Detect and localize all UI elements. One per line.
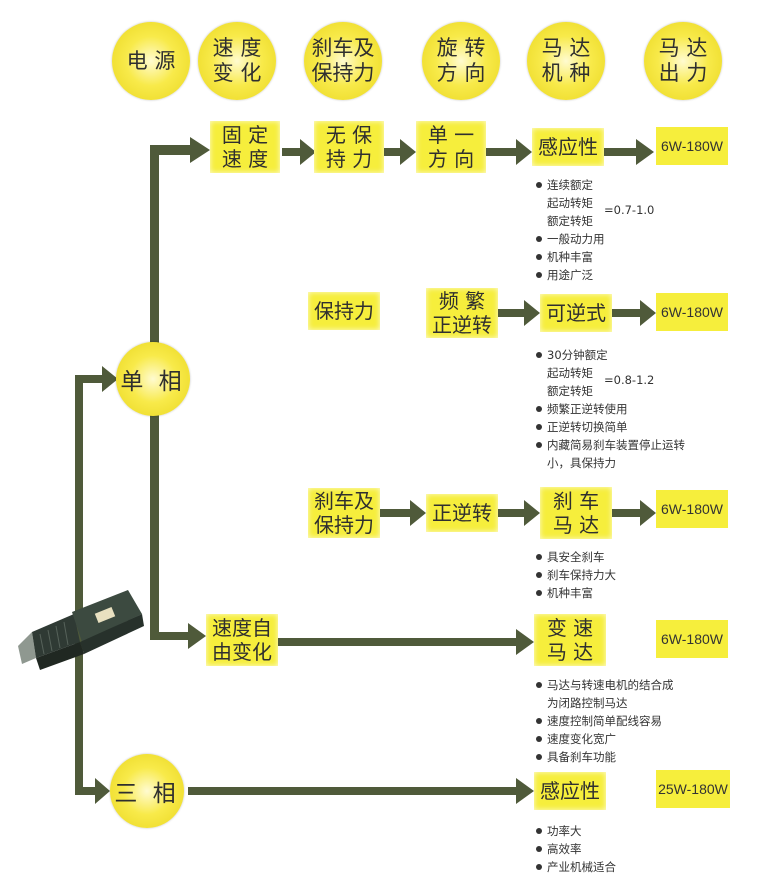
arrow-r1-4 (604, 139, 654, 165)
list-item: 额定转矩 (547, 214, 593, 228)
header-speed-change-label: 速 度 变 化 (212, 36, 262, 85)
fixed-speed-box: 固 定 速 度 (210, 121, 280, 173)
list-item: 高效率 (536, 840, 616, 858)
power-range-row5: 25W-180W (656, 770, 730, 808)
frequent-reverse-box: 频 繁 正逆转 (426, 288, 498, 338)
header-power: 电 源 (112, 22, 190, 100)
arrow-to-fixed-speed (150, 137, 210, 163)
arrow-r2-2 (612, 300, 656, 326)
row3-features: 具安全刹车 刹车保持力大 机种丰富 (536, 548, 616, 602)
list-item: 为闭路控制马达 (547, 696, 628, 710)
list-item: 一般动力用 (536, 230, 605, 248)
list-item: 起动转矩 (547, 196, 593, 210)
variable-speed-box: 速度自 由变化 (206, 614, 278, 666)
brake-motor-box: 刹 车 马 达 (540, 487, 612, 539)
arrow-r3-3 (612, 500, 656, 526)
list-item: 具安全刹车 (536, 548, 616, 566)
arrow-r1-3 (486, 139, 532, 165)
list-item: 额定转矩 (547, 384, 593, 398)
header-motor-output: 马 达 出 力 (644, 22, 722, 100)
header-motor-type-label: 马 达 机 种 (541, 36, 591, 85)
list-item: 用途广泛 (536, 266, 605, 284)
header-rotation-label: 旋 转 方 向 (436, 36, 486, 85)
reversible-type-box: 可逆式 (540, 294, 612, 332)
list-item: 30分钟额定 (536, 346, 685, 364)
power-range-row4: 6W-180W (656, 620, 728, 658)
three-phase-induction-box: 感应性 (534, 772, 606, 810)
list-item: 机种丰富 (536, 584, 616, 602)
single-direction-box: 单 一 方 向 (416, 121, 486, 173)
induction-type-box: 感应性 (532, 128, 604, 166)
header-motor-type: 马 达 机 种 (527, 22, 605, 100)
list-item: 小，具保持力 (547, 456, 616, 470)
no-hold-box: 无 保 持 力 (314, 121, 384, 173)
header-motor-output-label: 马 达 出 力 (658, 36, 708, 85)
list-item: 频繁正逆转使用 (536, 400, 685, 418)
arrow-r2-1 (498, 300, 540, 326)
arrow-r1-2 (384, 139, 416, 165)
list-item: 正逆转切换简单 (536, 418, 685, 436)
trunk-motor (75, 375, 83, 795)
power-range-row2: 6W-180W (656, 293, 728, 331)
list-item: 机种丰富 (536, 248, 605, 266)
list-item: 产业机械适合 (536, 858, 616, 876)
list-item: 马达与转速电机的结合成 (536, 676, 674, 694)
three-phase-node: 三 相 (110, 754, 184, 828)
list-item: 刹车保持力大 (536, 566, 616, 584)
trunk-single-up (150, 150, 159, 350)
list-item: 功率大 (536, 822, 616, 840)
brake-hold-box: 刹车及 保持力 (308, 488, 380, 538)
single-phase-label: 单 相 (120, 369, 186, 395)
single-phase-node: 单 相 (116, 342, 190, 416)
header-brake-hold-label: 刹车及 保持力 (311, 36, 375, 85)
header-power-label: 电 源 (126, 48, 176, 73)
header-speed-change: 速 度 变 化 (198, 22, 276, 100)
arrow-to-variable-speed (150, 623, 206, 649)
arrow-r5-1 (188, 778, 534, 804)
forward-reverse-box: 正逆转 (426, 494, 498, 532)
list-item: 内藏简易刹车装置停止运转 (536, 436, 685, 454)
hold-force-box: 保持力 (308, 292, 380, 330)
header-rotation: 旋 转 方 向 (422, 22, 500, 100)
arrow-r3-1 (380, 500, 426, 526)
list-item: 连续额定 (536, 176, 605, 194)
arrow-r1-1 (282, 139, 316, 165)
row5-features: 功率大 高效率 产业机械适合 (536, 822, 616, 876)
power-range-row3: 6W-180W (656, 490, 728, 528)
list-item: 起动转矩 (547, 366, 593, 380)
arrow-r4-1 (278, 629, 534, 655)
torque-ratio-row1: =0.7-1.0 (604, 203, 655, 217)
arrow-group (75, 137, 656, 804)
trunk-single-down (150, 410, 159, 640)
gear-motor-icon (18, 590, 144, 670)
three-phase-label: 三 相 (114, 781, 180, 807)
speed-control-motor-box: 变 速 马 达 (534, 614, 606, 666)
header-brake-hold: 刹车及 保持力 (304, 22, 382, 100)
row2-features: 30分钟额定 起动转矩 额定转矩 频繁正逆转使用 正逆转切换简单 内藏简易刹车装… (536, 346, 685, 472)
arrow-to-three (75, 778, 110, 804)
row4-features: 马达与转速电机的结合成 为闭路控制马达 速度控制简单配线容易 速度变化宽广 具备… (536, 676, 674, 766)
row1-features: 连续额定 起动转矩 额定转矩 一般动力用 机种丰富 用途广泛 (536, 176, 605, 284)
power-range-row1: 6W-180W (656, 127, 728, 165)
arrow-to-single (75, 366, 118, 392)
torque-ratio-row2: =0.8-1.2 (604, 373, 655, 387)
arrow-r3-2 (498, 500, 540, 526)
list-item: 具备刹车功能 (536, 748, 674, 766)
list-item: 速度控制简单配线容易 (536, 712, 674, 730)
list-item: 速度变化宽广 (536, 730, 674, 748)
